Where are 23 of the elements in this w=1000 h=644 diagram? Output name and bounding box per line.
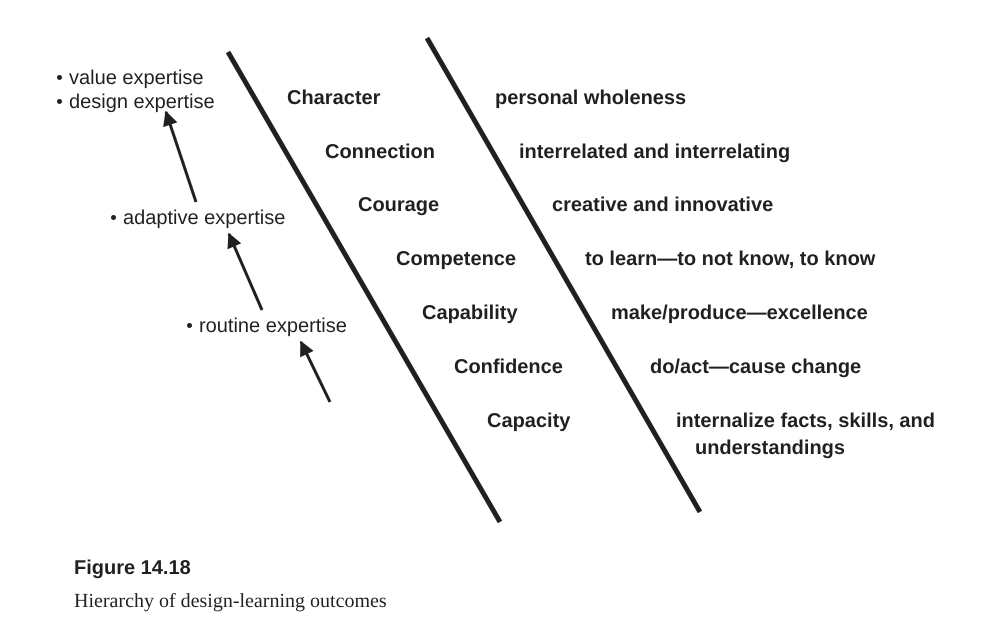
outcome-level: Competence — [396, 247, 516, 272]
outcome-description: internalize facts, skills, and understandings — [676, 409, 936, 461]
expertise-text: design expertise — [69, 91, 215, 113]
outcome-description: interrelated and interrelating — [519, 140, 790, 165]
arrow — [300, 340, 332, 403]
outcome-level: Courage — [358, 193, 440, 218]
expertise-text: routine expertise — [199, 315, 347, 337]
outcome-description: do/act—cause change — [650, 355, 862, 380]
figure-caption: Hierarchy of design-learning outcomes — [74, 590, 387, 613]
outcome-level: Capability — [422, 301, 518, 326]
outcome-level: Character — [287, 86, 380, 111]
outcome-description: make/produce—excellence — [611, 301, 868, 326]
expertise-text: adaptive expertise — [123, 207, 286, 229]
outcome-description: creative and innovative — [552, 193, 774, 218]
outcome-description: to learn—to not know, to know — [585, 247, 876, 272]
outcome-description: personal wholeness — [495, 86, 686, 111]
figure-number: Figure 14.18 — [74, 557, 191, 580]
outcome-level: Connection — [325, 140, 435, 165]
outcome-level: Capacity — [487, 409, 570, 434]
expertise-text: value expertise — [69, 67, 204, 89]
outcome-level: Confidence — [454, 355, 563, 380]
arrow — [228, 232, 264, 311]
arrow — [163, 110, 198, 202]
